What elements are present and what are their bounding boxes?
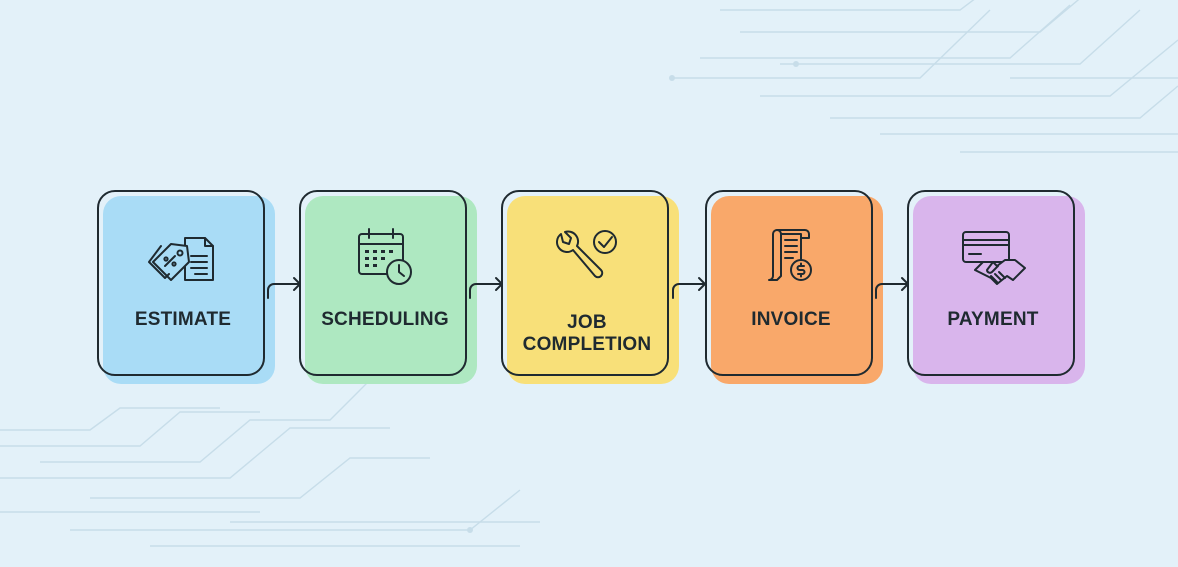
- price-tag-document-icon: [148, 237, 214, 281]
- step-card-outline: [97, 190, 265, 376]
- step-card-fill: [507, 196, 679, 384]
- step-card-fill: [913, 196, 1085, 384]
- connector-arrow: [469, 277, 503, 299]
- step-card-outline: [705, 190, 873, 376]
- step-job-completion: JOB COMPLETION: [501, 190, 679, 384]
- receipt-dollar-icon: [768, 229, 812, 281]
- step-label: INVOICE: [751, 309, 831, 330]
- card-handshake-icon: [962, 231, 1026, 285]
- step-card-fill: [103, 196, 275, 384]
- step-estimate: ESTIMATE: [97, 190, 275, 384]
- connector-arrow: [672, 277, 706, 299]
- step-label: PAYMENT: [947, 309, 1039, 330]
- step-scheduling: SCHEDULING: [299, 190, 477, 384]
- step-label: ESTIMATE: [134, 309, 232, 330]
- step-invoice: INVOICE: [705, 190, 883, 384]
- connector-arrow: [875, 277, 909, 299]
- connector-arrow: [267, 277, 301, 299]
- step-label: SCHEDULING: [321, 309, 449, 330]
- step-label: JOB COMPLETION: [522, 312, 652, 355]
- step-payment: PAYMENT: [907, 190, 1085, 384]
- wrench-check-icon: [556, 230, 617, 279]
- step-card-fill: [305, 196, 477, 384]
- step-card-fill: [711, 196, 883, 384]
- calendar-clock-icon: [358, 228, 412, 285]
